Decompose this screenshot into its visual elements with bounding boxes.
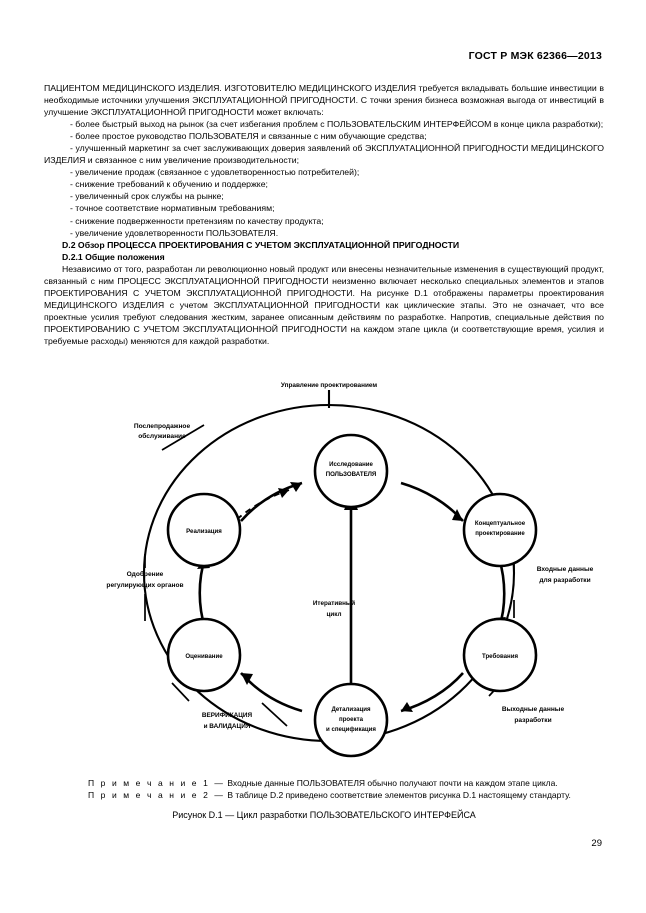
figure-notes: П р и м е ч а н и е 1 — Входные данные П… (44, 777, 604, 802)
note-1-text: Входные данные ПОЛЬЗОВАТЕЛЯ обычно получ… (225, 778, 558, 788)
node-label-user-research-line2: ПОЛЬЗОВАТЕЛЯ (326, 471, 377, 478)
dashed-feedback-arc (213, 489, 290, 544)
bullet-item: - увеличение удовлетворенности ПОЛЬЗОВАТ… (70, 227, 279, 238)
figure-label-iterative-cycle-line1: Итеративный (313, 599, 355, 607)
node-label-evaluation: Оценивание (185, 653, 223, 660)
page-number: 29 (591, 838, 602, 849)
bullet-item: - точное соответствие нормативным требов… (70, 203, 275, 214)
note-1-label: П р и м е ч а н и е 1 — (88, 778, 225, 788)
note-2: П р и м е ч а н и е 2 — В таблице D.2 пр… (44, 789, 604, 801)
vv-leader-left (171, 682, 190, 702)
arrow-head-3 (401, 702, 413, 712)
node-conceptual (462, 492, 538, 568)
figure-caption: Рисунок D.1 — Цикл разработки ПОЛЬЗОВАТЕ… (172, 810, 476, 820)
figure-label-design-management: Управление проектированием (281, 382, 377, 389)
figure-label-iterative-cycle-line2: цикл (327, 611, 342, 618)
arrow-implementation-userresearch (240, 481, 303, 522)
post-sales-leader (161, 424, 205, 451)
figure-label-design-output-line1: Выходные данные (502, 706, 565, 713)
bullet-item: - снижение требований к обучению и подде… (70, 179, 268, 190)
arrow-head-4 (241, 673, 253, 685)
note-2-label: П р и м е ч а н и е 2 — (88, 790, 225, 801)
node-evaluation (166, 617, 242, 693)
arrow-head-1 (452, 509, 463, 521)
arrow-userresearch-conceptual (400, 481, 464, 522)
section-heading-d2: D.2 Обзор ПРОЦЕССА ПРОЕКТИРОВАНИЯ С УЧЕТ… (62, 239, 460, 250)
node-label-conceptual-line2: проектирование (475, 530, 525, 537)
figure-label-design-input-line1: Входные данные (537, 566, 594, 573)
vv-leader-right (261, 702, 288, 727)
node-user-research (313, 433, 389, 509)
figure-label-post-sales-line2: обслуживание (138, 432, 186, 440)
node-label-user-research-line1: Исследование (329, 461, 373, 468)
figure-label-regulatory-line2: регулирующих органов (106, 582, 183, 589)
figure-label-design-output-line2: разработки (514, 716, 551, 724)
node-implementation (166, 492, 242, 568)
figure-label-verification-line2: и ВАЛИДАЦИЯ (204, 723, 251, 730)
bullet-item: - увеличение продаж (связанное с удовлет… (70, 167, 360, 178)
node-requirements (462, 617, 538, 693)
figure-label-post-sales-line1: Послепродажное (134, 423, 191, 430)
note-1: П р и м е ч а н и е 1 — Входные данные П… (44, 777, 604, 789)
section-heading-d21: D.2.1 Общие положения (62, 251, 165, 262)
node-label-detailed-line1: Детализация (331, 706, 371, 713)
node-label-requirements: Требования (482, 653, 518, 660)
node-label-detailed-line2: проекта (339, 716, 364, 723)
figure-label-verification-line1: ВЕРИФИКАЦИЯ (202, 712, 253, 719)
paragraph-d21: Независимо от того, разработан ли револю… (44, 263, 604, 346)
bullet-item: - более простое руководство ПОЛЬЗОВАТЕЛЯ… (70, 131, 427, 142)
node-detailed-design (313, 682, 389, 758)
node-label-detailed-line3: и спецификация (326, 726, 376, 733)
node-label-conceptual-line1: Концептуальное (475, 520, 526, 527)
figure-d1: Исследование ПОЛЬЗОВАТЕЛЯ Концептуальное… (44, 378, 604, 768)
figure-label-design-input-line2: для разработки (539, 576, 590, 584)
note-2-text: В таблице D.2 приведено соответствие эле… (225, 790, 571, 801)
arrow-head-6 (290, 482, 302, 492)
body-text: ПАЦИЕНТОМ МЕДИЦИНСКОГО ИЗДЕЛИЯ. ИЗГОТОВИ… (44, 82, 604, 347)
paragraph-intro: ПАЦИЕНТОМ МЕДИЦИНСКОГО ИЗДЕЛИЯ. ИЗГОТОВИ… (44, 83, 604, 118)
bullet-item: - увеличенный срок службы на рынке; (70, 191, 224, 202)
bullet-item: - улучшенный маркетинг за счет заслужива… (44, 143, 604, 166)
figure-label-regulatory-line1: Одобрение (127, 570, 164, 578)
arrow-requirements-detailed (400, 672, 464, 713)
bullet-item: - снижение подверженности претензиям по … (70, 215, 324, 226)
node-label-implementation: Реализация (186, 528, 222, 535)
bullet-item: - более быстрый выход на рынок (за счет … (70, 119, 604, 130)
page-header: ГОСТ Р МЭК 62366—2013 (468, 50, 602, 62)
